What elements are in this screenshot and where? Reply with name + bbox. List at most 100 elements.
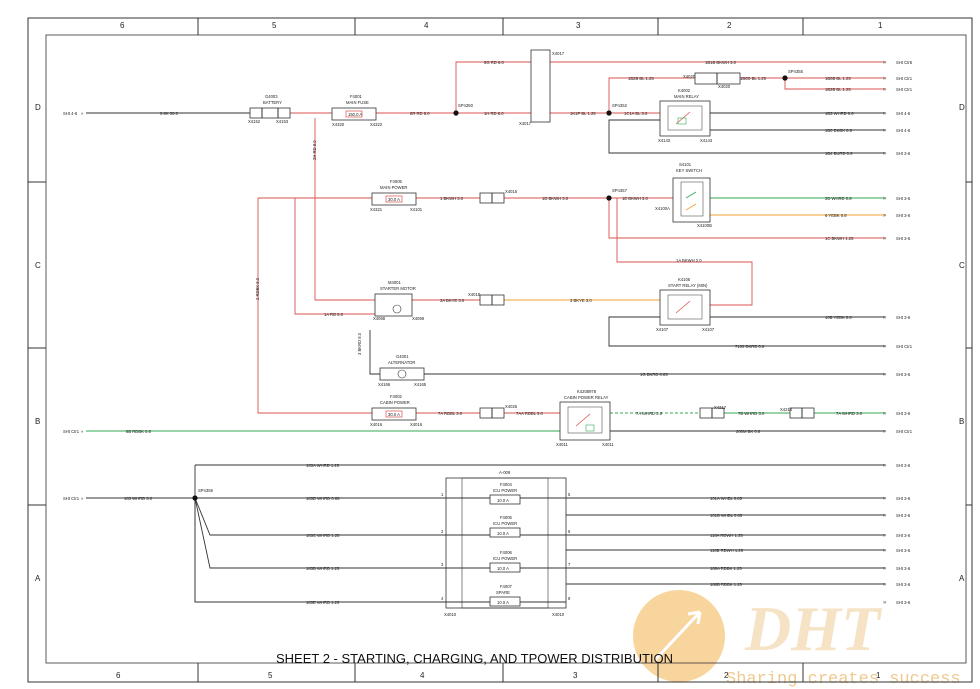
- starter-pin: X4068: [373, 316, 386, 321]
- fuse-block-conn: X4010: [552, 612, 565, 617]
- grid-col-top: 1: [878, 21, 883, 30]
- svg-text:»: »: [883, 533, 887, 539]
- connector-label: X4217: [714, 405, 727, 410]
- connector-x4218[interactable]: X4218: [780, 407, 815, 419]
- connector-label: X4017: [552, 51, 565, 56]
- wire-label: 1B0B BL 1.25: [825, 76, 851, 81]
- fuse-pin: 4: [441, 596, 444, 601]
- offpage-ref: SHt 3-6: [896, 496, 911, 501]
- splice-label: SPn352: [612, 103, 628, 108]
- main-fuse[interactable]: 150.0 A F4001 MAIN FUSE X4320 X4322: [331, 94, 383, 127]
- main-relay[interactable]: K4002 MAIN RELAY X4143 X4143: [658, 88, 713, 143]
- svg-text:»: »: [883, 600, 887, 606]
- offpage-arrow-icon: »: [81, 429, 84, 434]
- wire-label: 1B1B BKWH 3.0: [705, 60, 737, 65]
- wire-label: 200M BK 0.8: [736, 429, 761, 434]
- grid-col-top: 6: [120, 21, 125, 30]
- wire-label: 8B RDBK 0.8: [126, 429, 152, 434]
- wire-label: 183E WHRD 1.25: [306, 600, 340, 605]
- offpage-arrow-icon: »: [81, 111, 84, 116]
- fuse-name: ICU POWER: [493, 488, 517, 493]
- wire-label: 6 YEBK 0.8: [825, 213, 847, 218]
- alternator-id: G4001: [396, 354, 409, 359]
- splice-label: SPn350: [458, 103, 474, 108]
- fuse-pin: 1: [441, 492, 444, 497]
- connector-label: X4018: [468, 292, 481, 297]
- starter-name: STARTER MOTOR: [380, 286, 416, 291]
- main-fuse-pin: X4322: [370, 122, 383, 127]
- connector-x4015[interactable]: X4015: [479, 189, 518, 204]
- wire-label: 1A BKWH 2.0: [676, 258, 702, 263]
- svg-text:»: »: [883, 76, 887, 82]
- cabin-power-relay[interactable]: K4208978 CABIN POWER RELAY X4011 X4011: [556, 389, 614, 447]
- grid-col-bottom: 4: [420, 671, 425, 680]
- offpage-ref: SHt 3-6: [896, 533, 911, 538]
- svg-text:»: »: [883, 582, 887, 588]
- grid-row-left: C: [35, 261, 41, 270]
- wire-label: 1B3 WHRD 0.6: [825, 111, 854, 116]
- connector-label: X4218: [780, 407, 793, 412]
- wire-label: 183C WHRD 1.25: [306, 533, 340, 538]
- wire-label: 118B RDWH 1.25: [710, 548, 744, 553]
- battery[interactable]: G4003 BATTERY X4152 X4153: [248, 94, 291, 124]
- cabin-power-fuse[interactable]: 30.0 A F4002 CABIN POWER X4016 X4016: [370, 394, 423, 427]
- connector-x4025[interactable]: X4025: [479, 404, 518, 419]
- fuse-rating: 10.0 A: [497, 498, 509, 503]
- starter-pin: X4069: [412, 316, 425, 321]
- watermark: DHT Sharing creates success: [633, 590, 961, 689]
- svg-text:»: »: [883, 60, 887, 66]
- wire-label: 0.6K 30.0: [160, 111, 179, 116]
- battery-pin: X4153: [276, 119, 289, 124]
- fuse-name: ICU POWER: [493, 521, 517, 526]
- connector-x4018[interactable]: X4018: [468, 292, 505, 306]
- cabin-relay-pin: X4011: [556, 442, 568, 447]
- alternator[interactable]: G4001 ALTERNATOR X4166 X4165: [378, 354, 427, 387]
- main-fuse-rating: 150.0 A: [348, 112, 362, 117]
- main-relay-id: K4002: [678, 88, 691, 93]
- fuse-pin: 7: [568, 562, 571, 567]
- connector-label: X4017: [519, 121, 532, 126]
- offpage-ref: SHt Ctr1: [63, 429, 80, 434]
- fuse-id: F4005: [500, 515, 513, 520]
- start-relay[interactable]: K4106 START RELAY (MIN) X4107 X4107: [656, 277, 715, 332]
- offpage-ref: SHt 3-6: [896, 463, 911, 468]
- wire-label: 1B2B BL 1.25: [825, 87, 851, 92]
- offpage-ref: SHt 3-6: [896, 236, 911, 241]
- connector-x4217[interactable]: X4217: [699, 405, 727, 419]
- wire-label: 1B0 DKBK 0.6: [825, 128, 853, 133]
- starter-motor[interactable]: M4001 STARTER MOTOR X4068 X4069: [373, 280, 425, 321]
- cabin-relay-pin: X4011: [602, 442, 614, 447]
- offpage-ref: SHt 3-6: [896, 600, 911, 605]
- splice-label: SPn355: [788, 69, 804, 74]
- connector-x4020[interactable]: X4020 X4020: [683, 72, 741, 89]
- cabin-power-name: CABIN POWER: [380, 400, 410, 405]
- svg-text:»: »: [883, 196, 887, 202]
- main-power-name: MAIN POWER: [380, 185, 407, 190]
- main-power-fuse[interactable]: 30.0 A F4005 MAIN POWER X4321 X4101: [370, 179, 423, 212]
- wire-label: 183A WHRD 1.25: [306, 463, 340, 468]
- offpage-references: SHt 4-6 SHt Ctr1 SHt Ctr1 » » » »»»» »»»…: [63, 60, 913, 606]
- grid-col-bottom: 2: [724, 671, 729, 680]
- wire-label: 1 BKWH 3.0: [440, 196, 464, 201]
- key-switch-name: KEY SWITCH: [676, 168, 702, 173]
- main-fuse-id: F4001: [350, 94, 363, 99]
- connector-label: X4015: [505, 189, 518, 194]
- main-relay-pin: X4143: [658, 138, 671, 143]
- fuse-pin: 3: [441, 562, 444, 567]
- fuse-block[interactable]: A-009 X4010 X4010 F4004 ICU POWER 10.0 A…: [441, 470, 571, 617]
- main-fuse-pin: X4320: [332, 122, 345, 127]
- splice-dot: [606, 110, 612, 116]
- alternator-pin: X4165: [414, 382, 427, 387]
- splice-dot: [606, 195, 612, 201]
- cabin-relay-name: CABIN POWER RELAY: [564, 395, 609, 400]
- start-relay-id: K4106: [678, 277, 691, 282]
- connector-x4017[interactable]: X4017 X4017: [519, 49, 565, 126]
- main-power-pin: X4321: [370, 207, 383, 212]
- offpage-ref: SHt 3-6: [896, 411, 911, 416]
- svg-text:»: »: [883, 151, 887, 157]
- fuse-block-conn: X4010: [444, 612, 457, 617]
- grid-row-left: A: [35, 574, 41, 583]
- key-switch[interactable]: S4101 KEY SWITCH X4100A X4100B: [655, 162, 712, 228]
- wire-label: 3 BKYE 3.0: [570, 298, 592, 303]
